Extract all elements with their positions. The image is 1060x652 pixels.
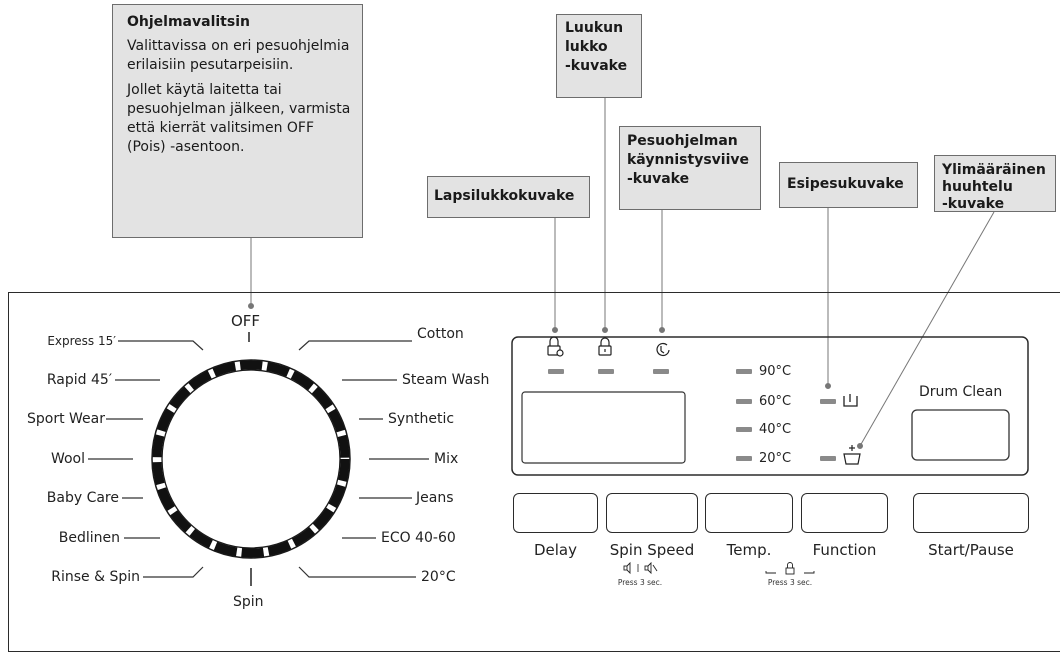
extra-rinse-callout: Ylimääräinen huuhtelu -kuvake: [934, 155, 1056, 212]
temp-20-label: 20°C: [759, 451, 792, 466]
delay-start-callout: Pesuohjelman käynnistysviive -kuvake: [619, 126, 761, 210]
start-pause-button-label: Start/Pause: [928, 541, 1014, 559]
extra-rinse-line3: -kuvake: [942, 196, 1005, 212]
dial-program-20c[interactable]: 20°C: [421, 569, 456, 585]
control-panel: [8, 292, 1060, 652]
delay-clock-icon: [656, 342, 670, 357]
sound-icon: [623, 561, 631, 575]
spin-speed-button[interactable]: [606, 493, 698, 533]
dial-program-eco[interactable]: ECO 40-60: [381, 530, 456, 546]
dial-program-baby-care[interactable]: Baby Care: [46, 490, 119, 506]
dial-right-lines: [298, 340, 429, 578]
door-lock-line2: lukko: [565, 39, 608, 55]
digit-display: [521, 391, 686, 464]
temp-90-label: 90°C: [759, 364, 792, 379]
extra-rinse-icon: [843, 445, 861, 465]
delay-button[interactable]: [513, 493, 598, 533]
function-child-lock-icon: [765, 562, 815, 575]
dial-program-bedlinen[interactable]: Bedlinen: [58, 530, 120, 546]
dial-program-sport-wear[interactable]: Sport Wear: [26, 411, 105, 427]
dial-program-jeans[interactable]: Jeans: [416, 490, 454, 506]
delay-start-line3: -kuvake: [627, 171, 690, 187]
mute-icon: [644, 561, 658, 575]
prewash-icon: [843, 394, 858, 407]
delay-start-line1: Pesuohjelman: [627, 133, 738, 149]
function-button[interactable]: [801, 493, 888, 533]
prewash-title: Esipesukuvake: [787, 176, 904, 192]
child-lock-title: Lapsilukkokuvake: [434, 188, 575, 204]
drum-clean-button[interactable]: [911, 409, 1010, 461]
program-selector-title: Ohjelmavalitsin: [127, 14, 250, 30]
dial-program-synthetic[interactable]: Synthetic: [388, 411, 455, 427]
delay-button-label: Delay: [533, 541, 577, 559]
display-panel: [511, 336, 1029, 476]
dial-program-mix[interactable]: Mix: [434, 451, 459, 467]
function-button-label: Function: [812, 541, 877, 559]
leader-lines: [248, 98, 995, 449]
program-dial[interactable]: [151, 359, 351, 559]
temp-button-label: Temp.: [726, 541, 772, 559]
extra-rinse-line1: Ylimääräinen: [942, 162, 1046, 178]
child-lock-callout: Lapsilukkokuvake: [427, 176, 590, 218]
function-hint: Press 3 sec.: [767, 578, 813, 587]
dial-program-cotton[interactable]: Cotton: [417, 326, 464, 342]
temp-40-label: 40°C: [759, 422, 792, 437]
door-lock-line1: Luukun: [565, 20, 624, 36]
program-selector-text-2: Jollet käytä laitetta tai pesuohjelman j…: [127, 82, 351, 155]
spin-speed-button-label: Spin Speed: [609, 541, 695, 559]
dial-program-steam-wash[interactable]: Steam Wash: [402, 372, 490, 388]
drum-clean-label: Drum Clean: [919, 384, 1003, 400]
program-selector-callout: Ohjelmavalitsin Valittavissa on eri pesu…: [112, 4, 363, 238]
panel-graphics: [88, 98, 1029, 586]
temp-60-label: 60°C: [759, 394, 792, 409]
dial-program-wool[interactable]: Wool: [50, 451, 85, 467]
dial-off-label: OFF: [231, 312, 261, 330]
door-lock-icon: [598, 337, 612, 356]
door-lock-line3: -kuvake: [565, 58, 628, 74]
prewash-callout: Esipesukuvake: [779, 162, 918, 208]
child-lock-icon: [547, 336, 564, 357]
dial-spin-label[interactable]: Spin: [233, 594, 264, 610]
dial-program-rinse-spin[interactable]: Rinse & Spin: [51, 569, 140, 585]
dial-program-express15[interactable]: Express 15′: [47, 334, 116, 348]
temp-button[interactable]: [705, 493, 793, 533]
dial-left-lines: [88, 340, 204, 578]
extra-rinse-line2: huuhtelu: [942, 179, 1013, 195]
door-lock-callout: Luukun lukko -kuvake: [556, 14, 642, 98]
delay-start-line2: käynnistysviive: [627, 152, 750, 168]
dial-program-rapid45[interactable]: Rapid 45′: [46, 372, 112, 388]
start-pause-button[interactable]: [913, 493, 1029, 533]
spin-speed-hint: Press 3 sec.: [617, 578, 663, 587]
program-selector-text-1: Valittavissa on eri pesuohjelmia erilais…: [127, 38, 350, 73]
